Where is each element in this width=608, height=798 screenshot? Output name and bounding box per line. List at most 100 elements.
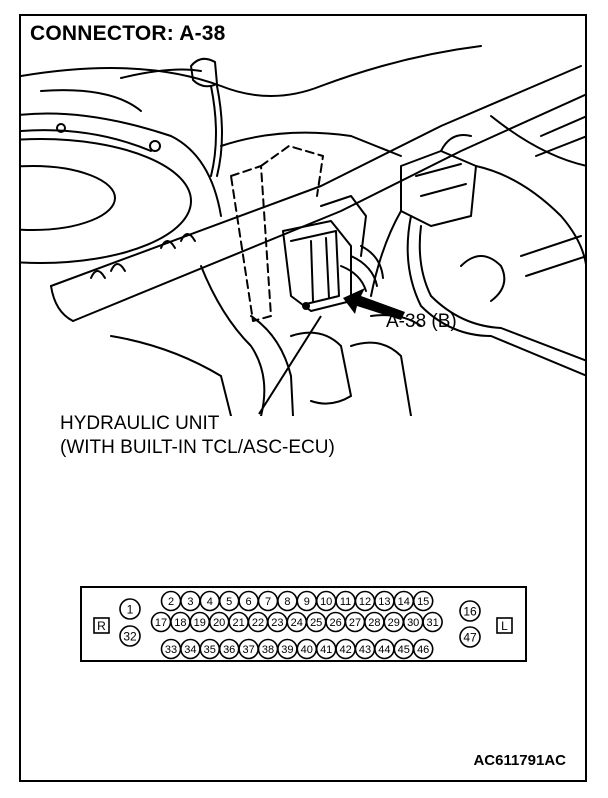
pin-44: 44	[374, 638, 395, 660]
pin-11: 11	[335, 590, 356, 612]
pin-34-label: 34	[184, 644, 196, 656]
pin-1-circle	[119, 598, 141, 620]
pin-43-label: 43	[359, 644, 371, 656]
connector-side-l: L	[496, 617, 513, 634]
pin-15: 15	[412, 590, 434, 612]
pin-47: 47	[459, 626, 481, 648]
pin-18-label: 18	[174, 617, 186, 629]
caption-line-1: HYDRAULIC UNIT	[60, 413, 220, 434]
pin-23-label: 23	[271, 617, 283, 629]
pin-3: 3	[180, 590, 201, 612]
pin-29: 29	[383, 611, 405, 633]
pin-27: 27	[344, 611, 366, 633]
pin-47-circle	[459, 626, 481, 648]
engine-bay-illustration	[21, 45, 587, 416]
pin-21-label: 21	[232, 617, 244, 629]
pin-12-label: 12	[359, 596, 371, 608]
pin-37: 37	[238, 638, 259, 660]
pin-35-label: 35	[204, 644, 216, 656]
pin-26-label: 26	[329, 617, 341, 629]
diagram-frame	[19, 14, 587, 782]
pin-1: 1	[119, 598, 141, 620]
pin-28-label: 28	[368, 617, 380, 629]
pin-17-label: 17	[155, 617, 167, 629]
pin-47-label: 47	[463, 630, 477, 644]
pin-28: 28	[364, 611, 385, 633]
pin-10: 10	[315, 590, 337, 612]
pin-20: 20	[208, 611, 230, 633]
svg-text:R: R	[97, 619, 106, 633]
pin-6: 6	[238, 590, 259, 612]
pin-6-label: 6	[246, 596, 252, 608]
pin-25: 25	[305, 611, 327, 633]
pin-26: 26	[325, 611, 346, 633]
pin-11-label: 11	[340, 596, 351, 608]
pin-9-label: 9	[304, 596, 310, 608]
pin-2: 2	[160, 590, 182, 612]
hydraulic-unit-dashed-front	[230, 165, 272, 322]
pin-38: 38	[257, 638, 279, 660]
pin-16-label: 16	[463, 604, 477, 618]
pin-46-circle	[412, 638, 434, 660]
pin-46-label: 46	[417, 644, 429, 656]
pin-39: 39	[277, 638, 298, 660]
strut-brace-bottom	[72, 93, 587, 322]
pin-46: 46	[412, 638, 434, 660]
pin-30: 30	[402, 611, 424, 633]
component-caption: HYDRAULIC UNIT (WITH BUILT-IN TCL/ASC-EC…	[60, 412, 335, 460]
pin-40-label: 40	[301, 644, 313, 656]
pin-1-label: 1	[127, 602, 134, 616]
pin-32-label: 32	[123, 629, 137, 643]
svg-text:L: L	[501, 619, 508, 633]
pin-24: 24	[286, 611, 308, 633]
pin-5: 5	[218, 590, 240, 612]
pin-8: 8	[277, 590, 298, 612]
pin-10-label: 10	[320, 596, 332, 608]
pin-31-circle	[422, 611, 443, 633]
pin-16-circle	[459, 600, 481, 622]
strut-brace-top	[50, 65, 582, 287]
pin-31-label: 31	[426, 617, 438, 629]
figure-code: AC611791AC	[473, 752, 566, 769]
pin-23: 23	[267, 611, 288, 633]
pin-29-label: 29	[388, 617, 400, 629]
pin-16: 16	[459, 600, 481, 622]
pin-13-label: 13	[378, 596, 390, 608]
pin-5-label: 5	[226, 596, 232, 608]
page-title: CONNECTOR: A-38	[30, 22, 226, 45]
pin-17: 17	[150, 611, 172, 633]
pin-24-label: 24	[291, 617, 303, 629]
pin-40: 40	[296, 638, 318, 660]
pin-2-label: 2	[168, 596, 174, 608]
strut-tower-rim	[21, 112, 222, 217]
pin-45-label: 45	[398, 644, 410, 656]
strut-tower-inner	[21, 165, 116, 231]
pin-36-label: 36	[223, 644, 235, 656]
connector-side-r: R	[93, 617, 110, 634]
pin-35: 35	[199, 638, 221, 660]
leader-line	[258, 315, 322, 415]
pin-22: 22	[247, 611, 269, 633]
pin-15-circle	[412, 590, 434, 612]
pin-39-label: 39	[281, 644, 293, 656]
pin-19-label: 19	[194, 617, 206, 629]
pin-42-label: 42	[339, 644, 351, 656]
hydraulic-unit-dashed-top	[260, 145, 324, 197]
pin-22-label: 22	[252, 617, 264, 629]
pin-41: 41	[315, 638, 337, 660]
pin-14: 14	[393, 590, 415, 612]
pin-7-label: 7	[265, 596, 271, 608]
connector-arrow	[343, 288, 405, 320]
pin-33: 33	[160, 638, 182, 660]
pin-43: 43	[354, 638, 376, 660]
pin-9: 9	[296, 590, 318, 612]
pin-18: 18	[170, 611, 191, 633]
hose-clamp	[190, 57, 218, 88]
pin-7: 7	[257, 590, 279, 612]
pin-32-circle	[119, 625, 141, 647]
pin-4: 4	[199, 590, 221, 612]
pin-25-label: 25	[310, 617, 322, 629]
pin-34: 34	[180, 638, 201, 660]
